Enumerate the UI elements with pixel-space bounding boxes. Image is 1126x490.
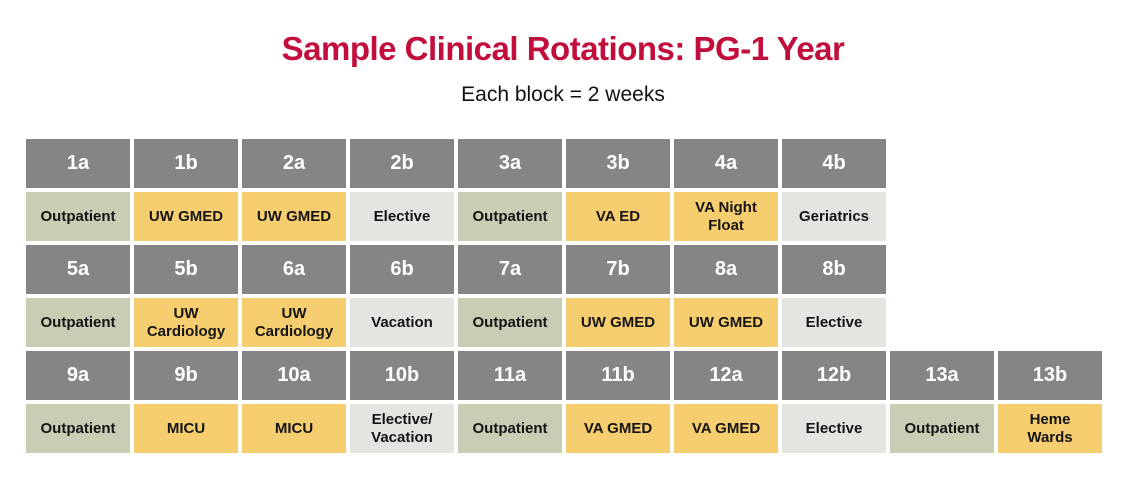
block-header-cell: 7a — [458, 245, 562, 294]
block-header-cell: 1b — [134, 139, 238, 188]
block-header-cell: 11b — [566, 351, 670, 400]
rotation-cell: VA Night Float — [674, 192, 778, 241]
rotation-cell: MICU — [242, 404, 346, 453]
rotation-cell: Outpatient — [458, 192, 562, 241]
block-header-cell: 3b — [566, 139, 670, 188]
block-header-cell: 2b — [350, 139, 454, 188]
block-header-cell: 4b — [782, 139, 886, 188]
block-header-cell: 1a — [26, 139, 130, 188]
rotation-cell: Elective — [782, 298, 886, 347]
rotation-cell: UW GMED — [566, 298, 670, 347]
rotation-cell: Vacation — [350, 298, 454, 347]
block-header-cell: 8a — [674, 245, 778, 294]
rotation-cell: Elective — [782, 404, 886, 453]
rotation-cell: Elective — [350, 192, 454, 241]
block-header-cell: 6a — [242, 245, 346, 294]
block-header-cell: 5b — [134, 245, 238, 294]
rotation-cell: VA ED — [566, 192, 670, 241]
rotation-cell: Outpatient — [890, 404, 994, 453]
rotation-cell: UW GMED — [134, 192, 238, 241]
page-subtitle: Each block = 2 weeks — [461, 83, 665, 106]
rotation-cell: VA GMED — [566, 404, 670, 453]
block-header-cell: 2a — [242, 139, 346, 188]
rotation-cell: Outpatient — [26, 298, 130, 347]
rotation-cell: Outpatient — [458, 298, 562, 347]
rotation-cell: UW Cardiology — [134, 298, 238, 347]
rotation-cell: UW GMED — [674, 298, 778, 347]
block-header-cell: 8b — [782, 245, 886, 294]
block-header-cell: 10b — [350, 351, 454, 400]
rotation-cell: Outpatient — [26, 404, 130, 453]
rotation-cell: VA GMED — [674, 404, 778, 453]
block-header-cell: 13a — [890, 351, 994, 400]
block-header-cell: 7b — [566, 245, 670, 294]
rotation-cell: MICU — [134, 404, 238, 453]
rotation-cell: Outpatient — [458, 404, 562, 453]
page-title: Sample Clinical Rotations: PG-1 Year — [281, 30, 845, 67]
rotation-cell: Heme Wards — [998, 404, 1102, 453]
block-header-cell: 9a — [26, 351, 130, 400]
rotation-cell: UW GMED — [242, 192, 346, 241]
block-header-cell: 11a — [458, 351, 562, 400]
block-header-cell: 6b — [350, 245, 454, 294]
rotation-cell: Elective/​Vacation — [350, 404, 454, 453]
block-header-cell: 9b — [134, 351, 238, 400]
block-header-cell: 12a — [674, 351, 778, 400]
block-header-cell: 10a — [242, 351, 346, 400]
rotation-cell: Outpatient — [26, 192, 130, 241]
rotation-cell: UW Cardiology — [242, 298, 346, 347]
rotation-cell: Geriatrics — [782, 192, 886, 241]
block-header-cell: 12b — [782, 351, 886, 400]
block-header-cell: 13b — [998, 351, 1102, 400]
block-header-cell: 3a — [458, 139, 562, 188]
block-header-cell: 5a — [26, 245, 130, 294]
block-header-cell: 4a — [674, 139, 778, 188]
